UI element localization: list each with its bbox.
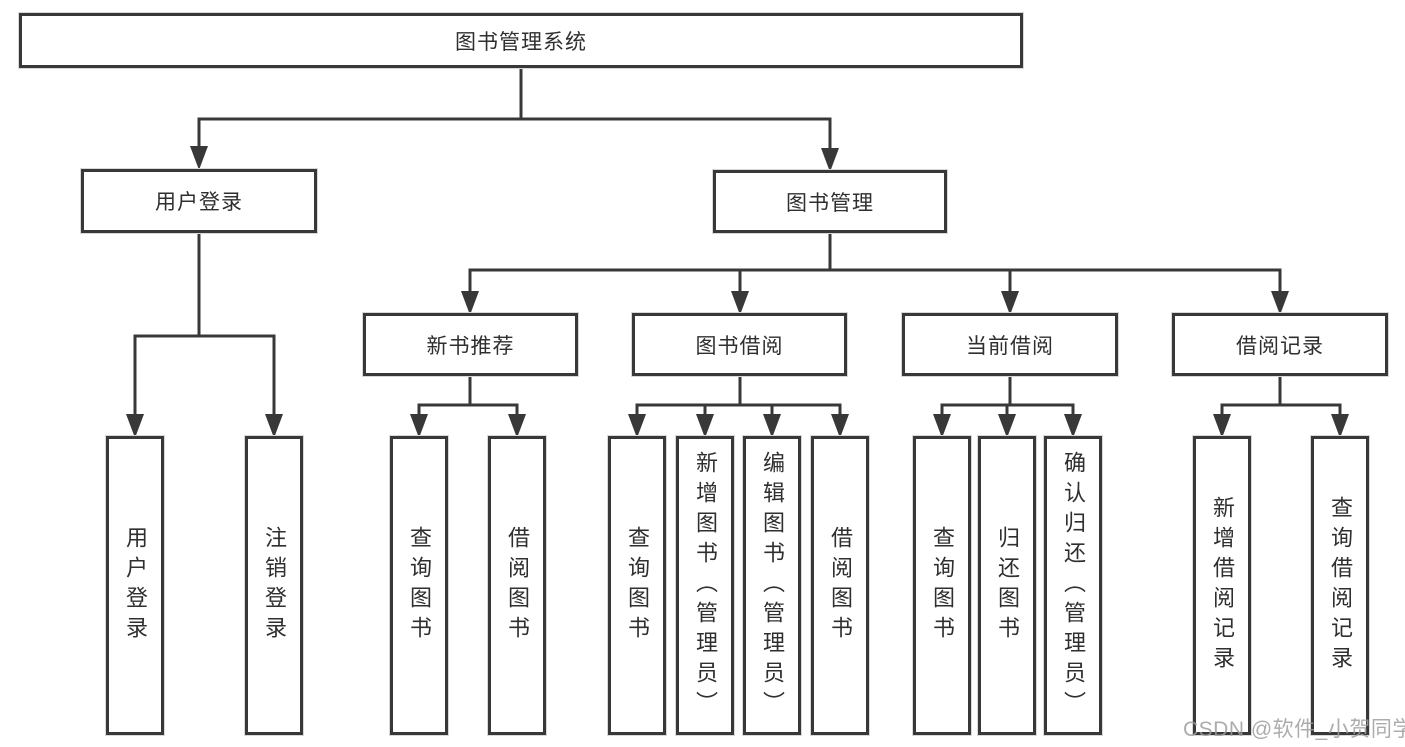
- node-user-login-label: 用户登录: [155, 191, 243, 214]
- leaf-add-borrow-record-label: 新增借阅记录: [1210, 495, 1235, 676]
- node-new-book-recommend-label: 新书推荐: [426, 334, 515, 358]
- node-book-borrowing: 图书借阅: [632, 313, 847, 376]
- leaf-query-borrow-record-label: 查询借阅记录: [1328, 495, 1353, 676]
- csdn-watermark: CSDN @软件_小贺同学: [1183, 718, 1405, 741]
- leaf-query-borrow-record: 查询借阅记录: [1311, 436, 1369, 735]
- node-borrowing-records-label: 借阅记录: [1236, 334, 1324, 358]
- node-book-management-label: 图书管理: [786, 191, 874, 215]
- leaf-edit-books-admin-label: 编辑图书（管理员）: [760, 450, 785, 721]
- node-book-borrowing-label: 图书借阅: [695, 334, 784, 358]
- leaf-add-books-admin: 新增图书（管理员）: [676, 436, 734, 735]
- node-new-book-recommend: 新书推荐: [363, 313, 578, 376]
- leaf-user-login-label: 用户登录: [123, 525, 148, 646]
- node-current-borrowing-label: 当前借阅: [966, 334, 1054, 358]
- leaf-borrow-books-label: 借阅图书: [828, 525, 853, 646]
- leaf-query-books-recommend-label: 查询图书: [407, 525, 432, 646]
- leaf-add-books-admin-label: 新增图书（管理员）: [693, 450, 718, 721]
- node-root-label: 图书管理系统: [455, 30, 587, 54]
- leaf-add-borrow-record: 新增借阅记录: [1193, 436, 1251, 735]
- leaf-edit-books-admin: 编辑图书（管理员）: [743, 436, 801, 735]
- leaf-query-books-recommend: 查询图书: [390, 436, 448, 735]
- leaf-borrow-books: 借阅图书: [811, 436, 869, 735]
- leaf-return-books: 归还图书: [978, 436, 1036, 735]
- leaf-confirm-return-admin: 确认归还（管理员）: [1044, 436, 1102, 735]
- leaf-borrow-books-recommend: 借阅图书: [488, 436, 546, 735]
- leaf-query-books-borrowing: 查询图书: [608, 436, 666, 735]
- leaf-confirm-return-admin-label: 确认归还（管理员）: [1061, 450, 1086, 721]
- node-user-login: 用户登录: [81, 169, 317, 233]
- node-current-borrowing: 当前借阅: [902, 313, 1118, 376]
- leaf-logout-label: 注销登录: [262, 525, 287, 646]
- leaf-user-login: 用户登录: [106, 436, 164, 735]
- leaf-borrow-books-recommend-label: 借阅图书: [505, 525, 530, 646]
- leaf-return-books-label: 归还图书: [995, 525, 1020, 646]
- node-borrowing-records: 借阅记录: [1172, 313, 1388, 376]
- leaf-query-books-borrowing-label: 查询图书: [625, 525, 650, 646]
- node-root-system: 图书管理系统: [19, 13, 1023, 68]
- node-book-management: 图书管理: [713, 170, 947, 233]
- leaf-query-books-current: 查询图书: [913, 436, 971, 735]
- leaf-logout: 注销登录: [245, 436, 303, 735]
- leaf-query-books-current-label: 查询图书: [930, 525, 955, 646]
- arrowheads: [126, 146, 1349, 438]
